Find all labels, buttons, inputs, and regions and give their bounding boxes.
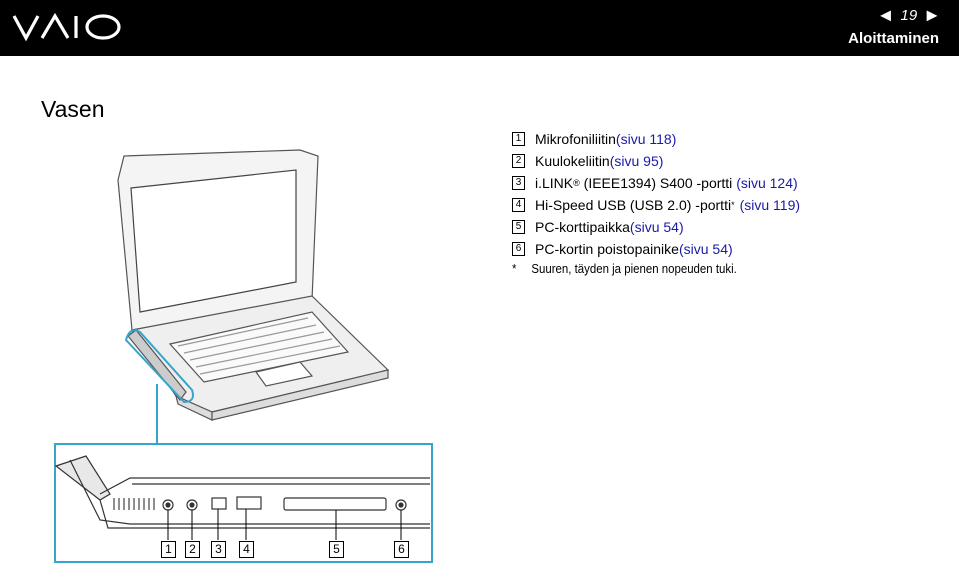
list-item: 5 PC-korttipaikka (sivu 54) — [512, 216, 800, 238]
highlight-outline — [124, 329, 194, 404]
page-link[interactable]: (sivu 95) — [609, 153, 664, 169]
item-text: PC-kortin poistopainike — [535, 241, 679, 257]
callout-3: 3 — [211, 541, 226, 558]
page-link[interactable]: (sivu 124) — [736, 175, 798, 191]
footnote-text: Suuren, täyden ja pienen nopeuden tuki. — [531, 261, 737, 276]
list-item: 1 Mikrofoniliitin (sivu 118) — [512, 128, 800, 150]
footnote-marker: * — [731, 200, 735, 210]
list-item: 4 Hi-Speed USB (USB 2.0) -portti * (sivu… — [512, 194, 800, 216]
page-link[interactable]: (sivu 119) — [739, 197, 801, 213]
section-title: Aloittaminen — [848, 30, 939, 47]
page-navigation: ◄ 19 ► — [877, 6, 941, 24]
callout-6: 6 — [394, 541, 409, 558]
item-number: 5 — [512, 220, 525, 234]
page-number: 19 — [900, 6, 918, 24]
leader-lines — [167, 509, 402, 540]
port-list: 1 Mikrofoniliitin (sivu 118) 2 Kuulokeli… — [512, 128, 800, 278]
item-text: PC-korttipaikka — [535, 219, 630, 235]
item-number: 1 — [512, 132, 525, 146]
callout-1: 1 — [161, 541, 176, 558]
page-link[interactable]: (sivu 54) — [678, 241, 733, 257]
item-text: Mikrofoniliitin — [535, 131, 616, 147]
vaio-logo — [12, 12, 121, 42]
side-view-drawing — [54, 455, 430, 529]
list-item: 2 Kuulokeliitin (sivu 95) — [512, 150, 800, 172]
laptop-drawing — [117, 149, 390, 421]
page-link[interactable]: (sivu 118) — [615, 131, 677, 147]
list-item: 6 PC-kortin poistopainike (sivu 54) — [512, 238, 800, 260]
previous-page-icon[interactable]: ◄ — [876, 5, 895, 25]
footnote: * Suuren, täyden ja pienen nopeuden tuki… — [512, 260, 765, 278]
item-text: Hi-Speed USB (USB 2.0) -portti — [535, 197, 732, 213]
callout-4: 4 — [239, 541, 254, 558]
page-header: ◄ 19 ► Aloittaminen — [0, 0, 959, 56]
callout-2: 2 — [185, 541, 200, 558]
callout-5: 5 — [329, 541, 344, 558]
item-text: Kuulokeliitin — [535, 153, 610, 169]
page-heading: Vasen — [41, 96, 105, 122]
footnote-mark: * — [512, 261, 517, 276]
item-number: 4 — [512, 198, 525, 212]
item-text-continued: (IEEE1394) S400 -portti — [579, 175, 737, 191]
registered-mark: ® — [573, 178, 580, 188]
item-text: i.LINK — [535, 175, 574, 191]
item-number: 3 — [512, 176, 525, 190]
list-item: 3 i.LINK ® (IEEE1394) S400 -portti (sivu… — [512, 172, 800, 194]
item-number: 6 — [512, 242, 525, 256]
item-number: 2 — [512, 154, 525, 168]
next-page-icon[interactable]: ► — [923, 5, 941, 25]
page-link[interactable]: (sivu 54) — [629, 219, 684, 235]
